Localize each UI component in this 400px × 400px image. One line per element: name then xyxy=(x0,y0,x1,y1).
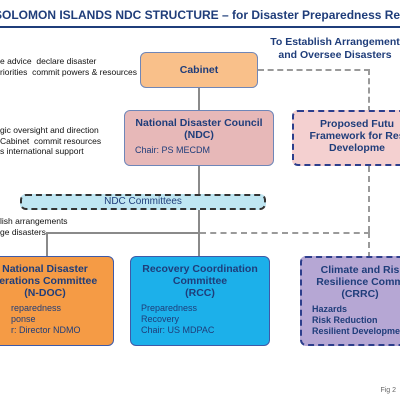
cabinet-title: Cabinet xyxy=(179,64,219,76)
ndoc-title-line: National Disaster xyxy=(2,263,88,275)
connector-ndc-committees xyxy=(198,166,200,194)
cabinet-box: Cabinet xyxy=(140,52,258,88)
rcc-title-line: (RCC) xyxy=(185,287,215,299)
note-line: To Establish Arrangement xyxy=(270,36,400,48)
note-line: s international support xyxy=(0,146,84,156)
ndoc-title-line: perations Committee xyxy=(0,275,98,287)
connector-to-ndoc xyxy=(46,232,48,256)
future-title-line: Developme xyxy=(328,142,386,154)
dashed-connector-crrc xyxy=(200,232,370,258)
future-framework-box: Proposed Futu Framework for Res Developm… xyxy=(292,110,400,166)
ndc-title-line: (NDC) xyxy=(184,129,214,141)
rcc-box: Recovery Coordination Committee (RCC) Pr… xyxy=(130,256,270,346)
dashed-connector-future xyxy=(258,69,370,112)
note-line: ge disasters xyxy=(0,226,46,237)
rcc-item: Recovery xyxy=(141,314,180,324)
rcc-item: Preparedness xyxy=(141,303,198,313)
ndc-chair: Chair: PS MECDM xyxy=(135,145,211,155)
note-line: lish arrangements xyxy=(0,216,68,226)
future-title-line: Proposed Futu xyxy=(319,118,395,130)
future-title-line: Framework for Res xyxy=(309,130,400,142)
ndoc-box: National Disaster perations Committee (N… xyxy=(0,256,114,346)
note-line: gic oversight and direction xyxy=(0,125,99,135)
ndoc-item: r: Director NDMO xyxy=(11,325,81,335)
crrc-title-line: Resilience Comm xyxy=(316,276,400,288)
crrc-item: Resilient Developmen xyxy=(312,326,400,336)
ndoc-item: ponse xyxy=(11,314,36,324)
crrc-title-line: Climate and Ris xyxy=(320,264,400,276)
title-rule xyxy=(0,26,400,28)
rcc-title-line: Committee xyxy=(172,275,228,287)
note-line: Cabinet commit resources xyxy=(0,135,102,146)
crrc-title-line: (CRRC) xyxy=(341,288,379,300)
ndoc-item: reparedness xyxy=(11,303,62,313)
ndc-box: National Disaster Council (NDC) Chair: P… xyxy=(124,110,274,166)
ndc-title-line: National Disaster Council xyxy=(135,117,263,129)
note-line: and Oversee Disasters xyxy=(278,49,392,61)
note-line: riorities commit powers & resources xyxy=(0,66,137,77)
crrc-box: Climate and Ris Resilience Comm (CRRC) H… xyxy=(300,256,400,346)
rcc-item: Chair: US MDPAC xyxy=(141,325,215,335)
connector-cabinet-ndc xyxy=(198,88,200,110)
figure-label: Fig 2 xyxy=(380,387,396,394)
note-line: e advice declare disaster xyxy=(0,56,97,66)
ndc-committees-box: NDC Committees xyxy=(20,194,266,210)
connector-branch xyxy=(46,232,200,234)
committees-title: NDC Committees xyxy=(104,196,182,207)
dashed-connector-future-down xyxy=(368,166,370,232)
ndoc-title-line: (N-DOC) xyxy=(24,287,66,299)
crrc-item: Hazards xyxy=(312,304,348,314)
diagram-title: SOLOMON ISLANDS NDC STRUCTURE – for Disa… xyxy=(0,8,400,22)
crrc-item: Risk Reduction xyxy=(312,315,378,325)
rcc-title-line: Recovery Coordination xyxy=(142,263,258,275)
